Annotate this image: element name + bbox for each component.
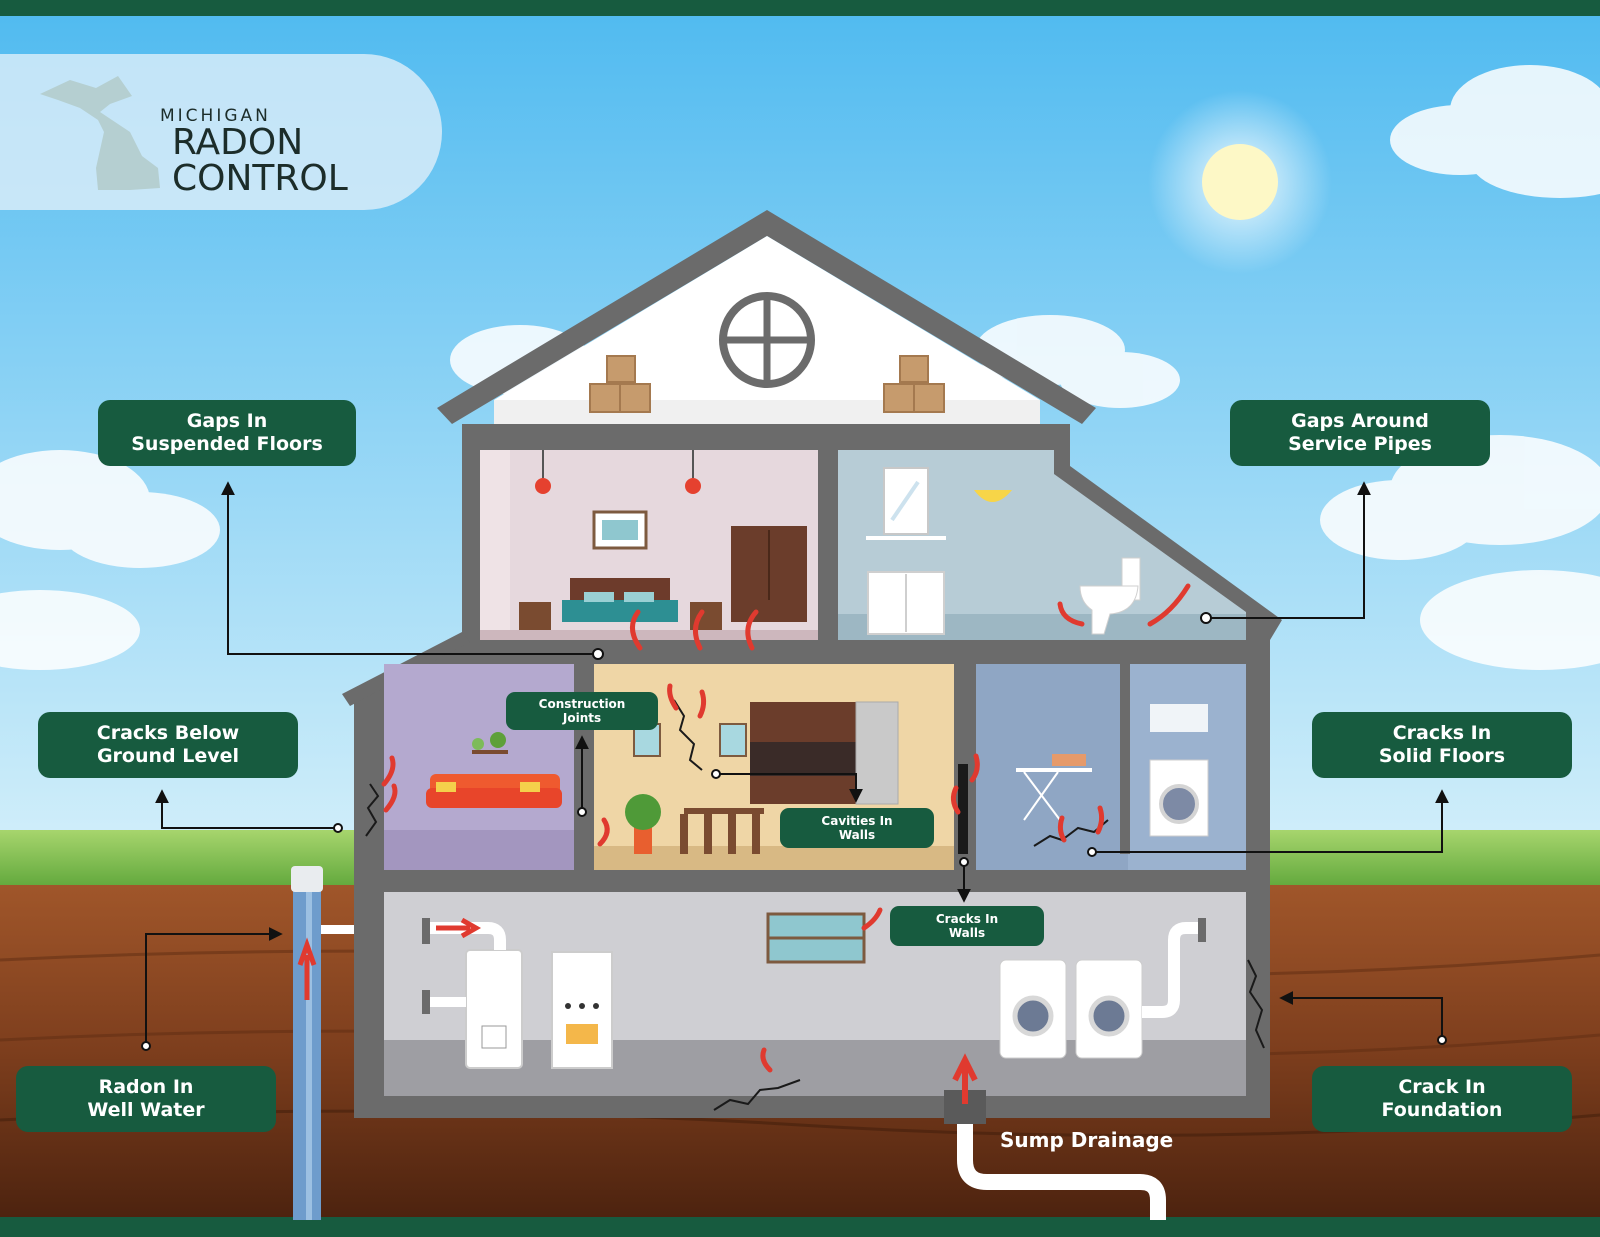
sump-pipe (957, 1124, 1166, 1220)
radon-arrows (381, 583, 1191, 1073)
well-radon-arrow (297, 937, 317, 1000)
bottom-bar (0, 1217, 1600, 1237)
label-construction-joints: Construction Joints (506, 692, 658, 730)
label-cracks-below-ground: Cracks Below Ground Level (38, 712, 298, 778)
label-cavities-in-walls: Cavities In Walls (780, 808, 934, 848)
logo-panel (0, 54, 442, 210)
label-gaps-service-pipes: Gaps Around Service Pipes (1230, 400, 1490, 466)
basement-fixtures (422, 912, 1206, 1069)
label-sump-drainage: Sump Drainage (1000, 1128, 1174, 1152)
sofa (426, 732, 562, 808)
attic-boxes-right (883, 355, 945, 413)
pipe-arrow-red (436, 917, 482, 939)
kitchen-fixtures (625, 701, 899, 854)
leader-dots (141, 612, 1447, 1051)
attic-window (719, 292, 815, 388)
top-bar (0, 0, 1600, 16)
logo-control: CONTROL (172, 158, 348, 199)
attic-boxes-left (589, 355, 651, 413)
label-crack-foundation: Crack In Foundation (1312, 1066, 1572, 1132)
leader-lines (145, 481, 1449, 1046)
label-radon-well-water: Radon In Well Water (16, 1066, 276, 1132)
sun (1202, 144, 1278, 220)
label-cracks-solid-floors: Cracks In Solid Floors (1312, 712, 1572, 778)
cracks (365, 699, 1265, 1111)
bathroom-fixtures (866, 467, 1141, 635)
label-gaps-suspended-floors: Gaps In Suspended Floors (98, 400, 356, 466)
well-cap (291, 866, 323, 892)
sump-arrow (952, 1053, 978, 1104)
logo-radon: RADON (172, 122, 304, 163)
laundry-fixtures (958, 704, 1209, 854)
label-cracks-in-walls: Cracks In Walls (890, 906, 1044, 946)
logo-michigan: MICHIGAN (160, 106, 271, 126)
